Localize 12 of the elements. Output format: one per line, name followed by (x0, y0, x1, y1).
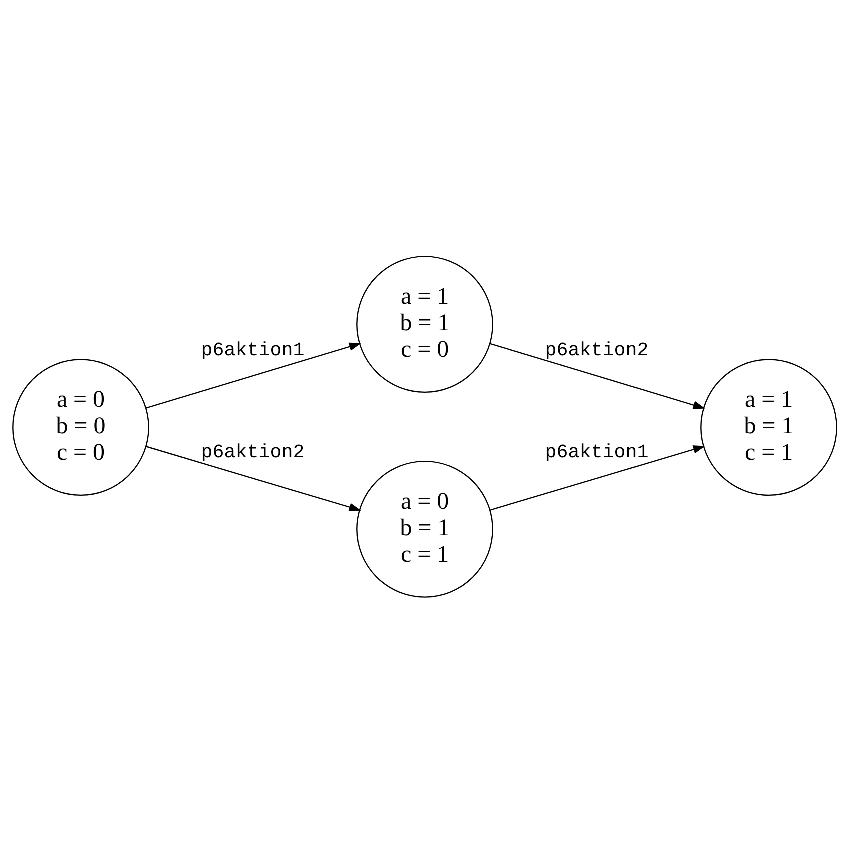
arrow (146, 342, 362, 409)
edge-label: p6aktion1 (545, 441, 649, 464)
edge-label: p6aktion2 (545, 339, 649, 362)
node-circle: a = 1 b = 1 c = 1 (700, 359, 838, 496)
node-circle: a = 0 b = 0 c = 0 (12, 359, 150, 496)
node-circle: a = 1 b = 1 c = 0 (356, 256, 494, 394)
edge-label: p6aktion2 (201, 441, 305, 464)
arrow (490, 446, 706, 511)
edge-label: p6aktion1 (201, 339, 305, 362)
arrow (146, 446, 362, 512)
arrow (490, 343, 706, 410)
node-circle: a = 0 b = 1 c = 1 (356, 460, 494, 598)
